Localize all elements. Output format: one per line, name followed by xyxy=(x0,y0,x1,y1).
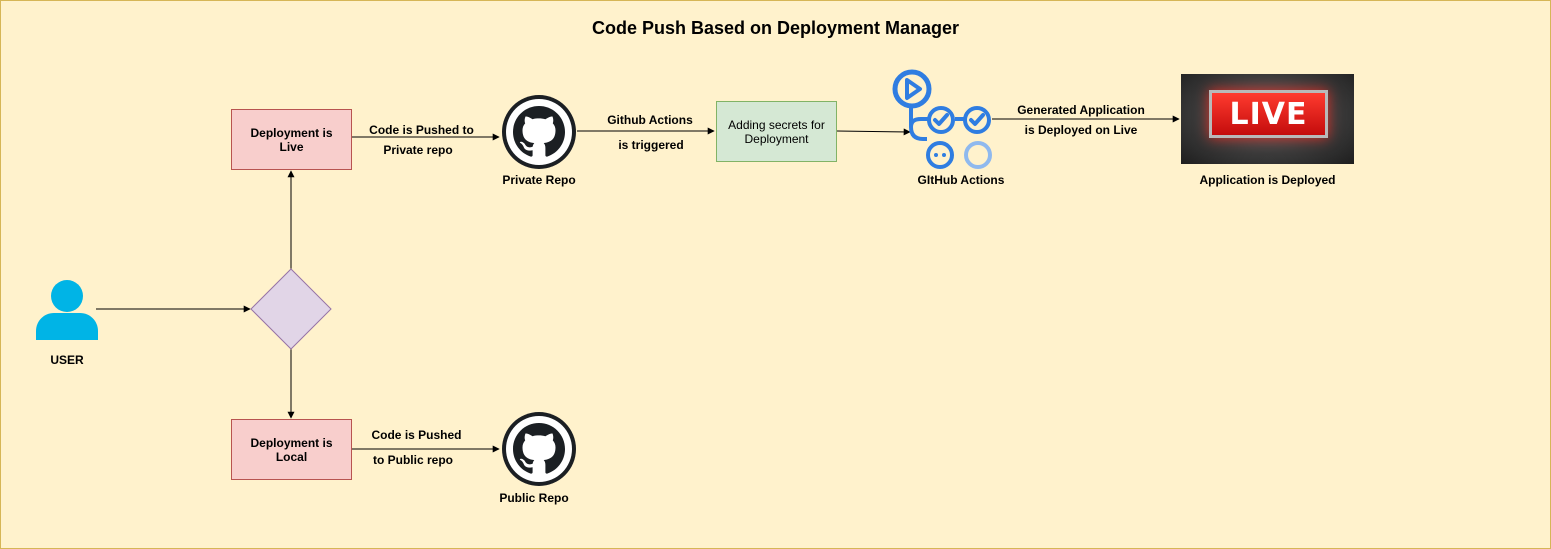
github-private-repo-icon xyxy=(502,95,576,169)
edge-label-push-private-line2: Private repo xyxy=(383,143,453,157)
github-actions-icon xyxy=(892,69,992,169)
public-repo-label: Public Repo xyxy=(499,491,569,505)
github-actions-label: GItHub Actions xyxy=(917,173,1005,187)
live-sign-image: LIVE xyxy=(1181,74,1354,164)
github-public-repo-icon xyxy=(502,412,576,486)
adding-secrets-box: Adding secrets for Deployment xyxy=(716,101,837,162)
application-deployed-label: Application is Deployed xyxy=(1199,173,1336,187)
deployment-live-box: Deployment is Live xyxy=(231,109,352,170)
live-sign-text: LIVE xyxy=(1209,90,1328,138)
user-icon xyxy=(36,280,98,340)
edge-label-push-public-line2: to Public repo xyxy=(372,453,453,467)
edge-label-push-private-line1: Code is Pushed to xyxy=(369,123,474,137)
user-label: USER xyxy=(50,353,84,367)
edge-label-generated-line1: Generated Application xyxy=(1017,103,1145,117)
private-repo-label: Private Repo xyxy=(502,173,576,187)
edge-label-generated-line2: is Deployed on Live xyxy=(1024,123,1138,137)
decision-diamond xyxy=(250,268,332,350)
edge-secrets-to-actions xyxy=(836,128,911,136)
edge-label-actions-line1: Github Actions xyxy=(607,113,693,127)
edge-label-push-public-line1: Code is Pushed xyxy=(371,428,462,442)
edge-label-actions-line2: is triggered xyxy=(618,138,684,152)
deployment-local-box: Deployment is Local xyxy=(231,419,352,480)
diagram-title: Code Push Based on Deployment Manager xyxy=(591,18,960,38)
